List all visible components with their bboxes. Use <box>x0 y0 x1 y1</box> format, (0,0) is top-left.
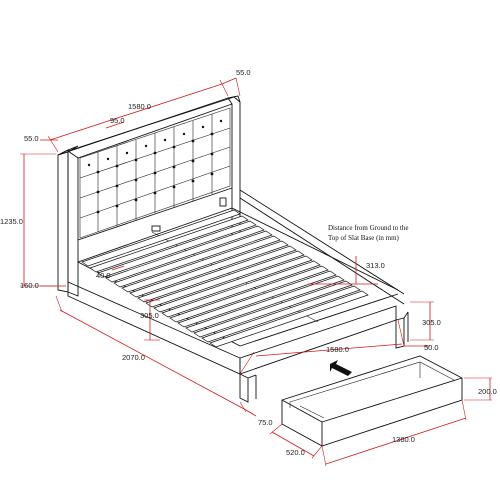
label-slat-gap: 40.0 <box>96 271 111 280</box>
label-inner-width: 1580.0 <box>326 345 349 354</box>
front-right-leg <box>395 317 405 349</box>
headboard-tufted-panel <box>79 107 231 239</box>
label-slat-height: 313.0 <box>366 261 385 270</box>
label-wing-left: 55.0 <box>24 134 39 143</box>
front-left-leg <box>239 373 249 403</box>
label-frame-height-right: 305.0 <box>422 318 441 327</box>
label-wing-depth: 55.0 <box>236 68 251 77</box>
note-line-2: Top of Slat Base (in mm) <box>328 234 400 242</box>
label-frame-height-left: 305.0 <box>140 311 159 320</box>
dimension-labels: 1580.0 55.0 55.0 95.0 1235.0 160.0 40.0 … <box>0 68 497 457</box>
note-line-1: Distance from Ground to the <box>328 224 408 232</box>
label-overall-length: 2070.0 <box>122 353 145 362</box>
storage-drawer <box>281 355 463 447</box>
headboard-left-wing-side <box>67 150 79 297</box>
headboard-left-wing-front <box>57 149 69 293</box>
headboard <box>57 95 241 297</box>
tuft-buttons <box>87 119 223 214</box>
dim-line-headboard-width <box>49 83 223 141</box>
label-button-spacing: 95.0 <box>110 116 125 125</box>
label-headboard-width: 1580.0 <box>128 102 151 111</box>
label-leg-width-left: 75.0 <box>258 418 273 427</box>
slats <box>81 209 369 348</box>
foot-rail <box>239 305 397 375</box>
label-headboard-thickness: 160.0 <box>20 281 39 290</box>
label-leg-width-right: 50.0 <box>424 343 439 352</box>
label-drawer-depth: 520.0 <box>286 448 305 457</box>
dimension-lines <box>20 77 492 467</box>
dim-line-inner-width <box>255 343 403 357</box>
slat-height-note: Distance from Ground to the Top of Slat … <box>328 224 408 242</box>
label-drawer-height: 200.0 <box>478 387 497 396</box>
dim-line-drawer-width <box>325 417 467 465</box>
drawer-slide-arrow-icon <box>330 360 352 376</box>
label-drawer-width: 1380.0 <box>392 435 415 444</box>
dim-line-overall-length <box>59 309 247 411</box>
drawer-body <box>281 355 463 447</box>
label-overall-height: 1235.0 <box>0 217 23 226</box>
